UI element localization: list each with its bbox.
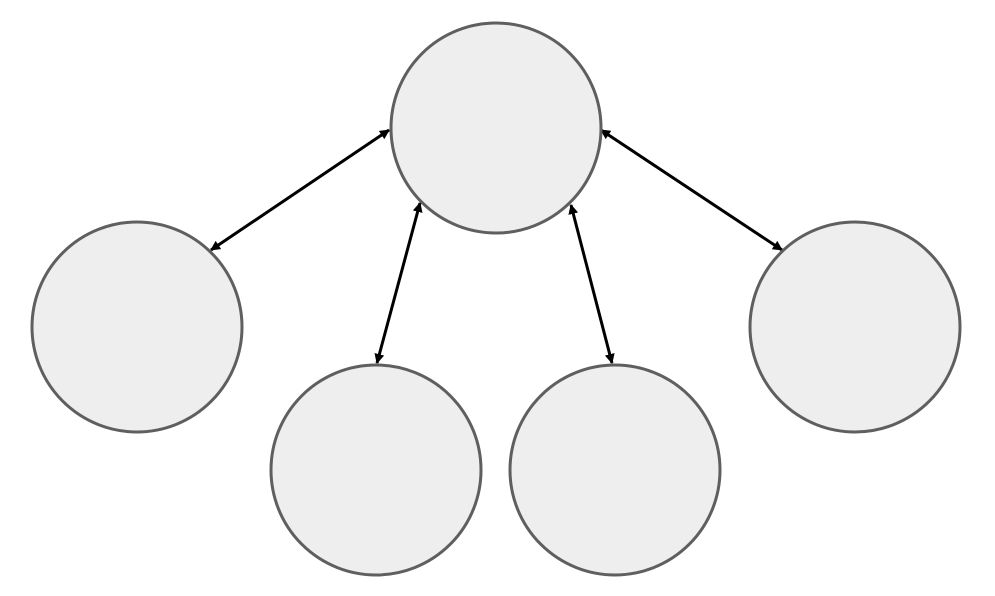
edge-hub-right <box>600 128 783 252</box>
node-right <box>748 220 962 434</box>
node-bottom-right <box>508 363 722 577</box>
nodes <box>30 21 962 577</box>
node-hub <box>389 21 603 235</box>
edge-hub-left <box>210 128 390 252</box>
node-left <box>30 220 244 434</box>
node-bottom-left <box>269 363 483 577</box>
edge-hub-bottom-left <box>374 202 423 364</box>
edges <box>210 128 783 364</box>
edge-hub-bottom-right <box>568 204 615 364</box>
